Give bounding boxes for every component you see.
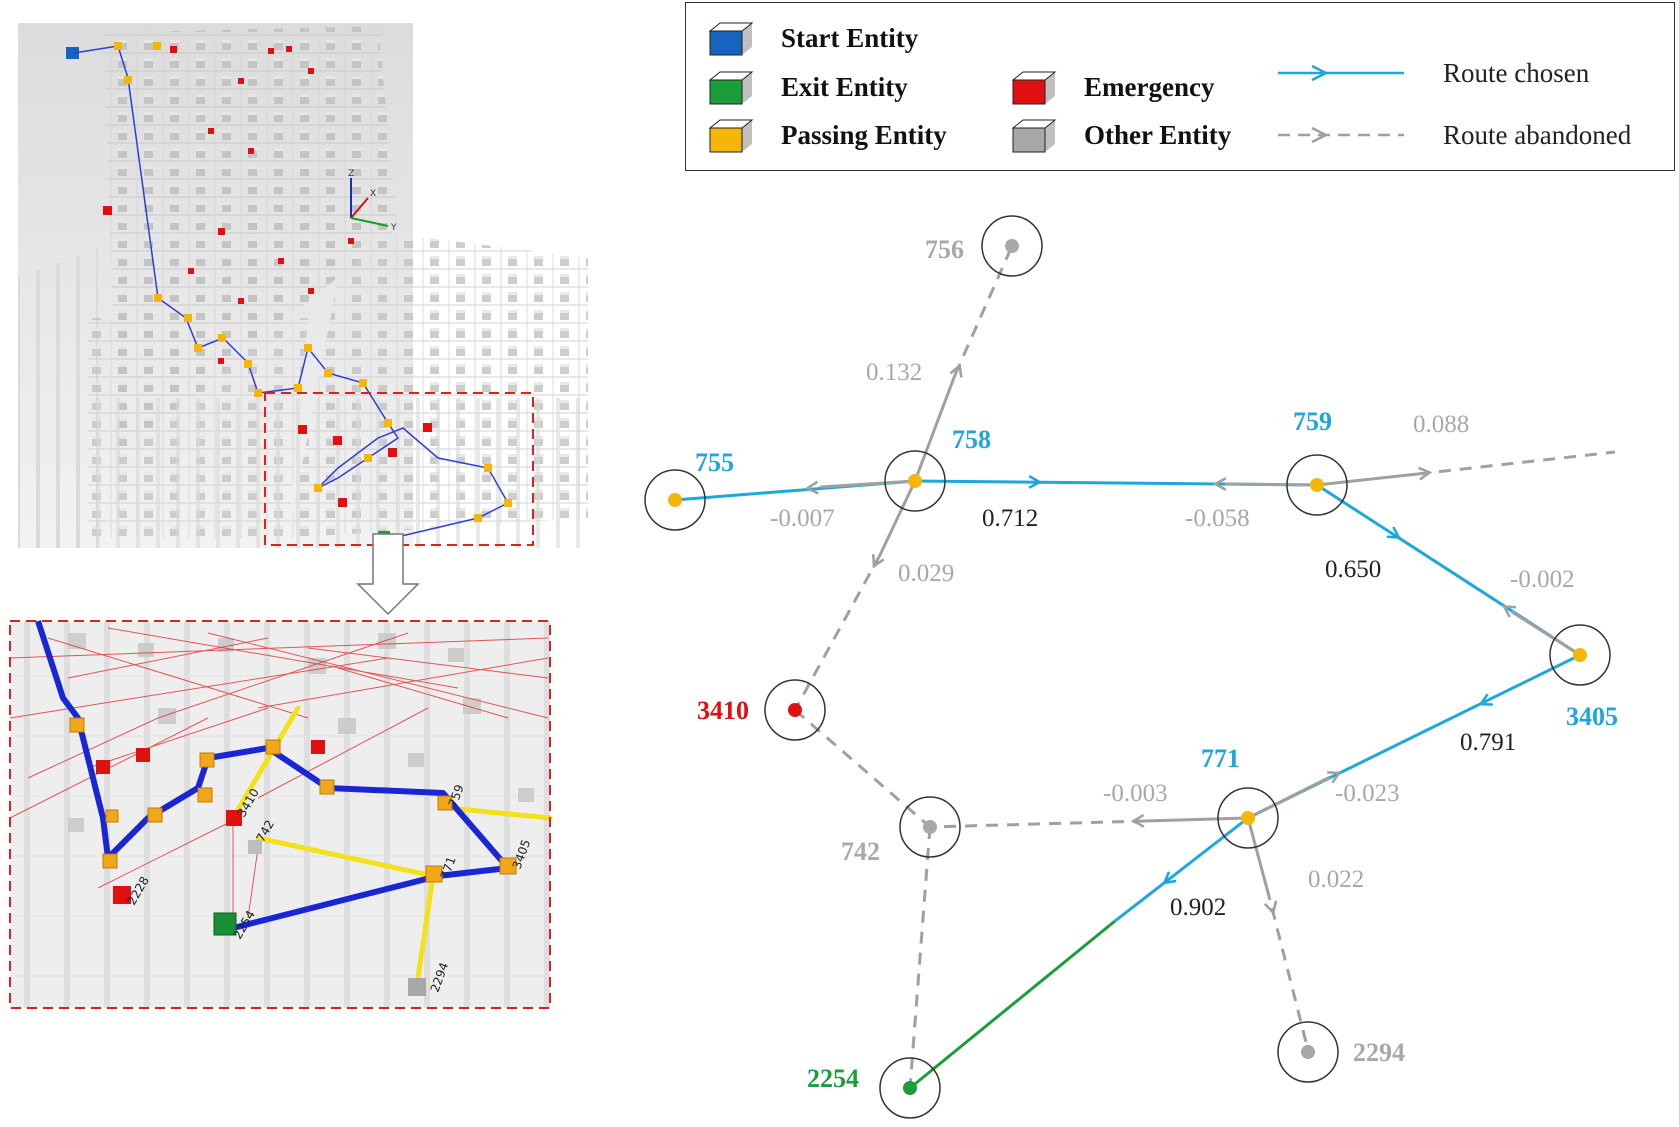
node-label-771: 771 [1201, 744, 1240, 773]
node-label-3405: 3405 [1566, 702, 1618, 731]
legend-route-abandoned-label: Route abandoned [1443, 120, 1632, 150]
node-771: 771 [1201, 744, 1279, 849]
route-nodes: 756 758 755 759 3410 3405 [644, 215, 1618, 1119]
node-756: 756 [925, 215, 1043, 277]
edge-759-outward [1417, 450, 1616, 476]
gray-cube-icon [1011, 119, 1057, 153]
legend-other-label: Other Entity [1084, 120, 1232, 150]
edge-758-756 [953, 245, 1014, 376]
legend-passing-label: Passing Entity [781, 120, 947, 150]
edge-weight-label: 0.088 [1413, 411, 1469, 438]
legend-emergency-label: Emergency [1084, 72, 1215, 102]
node-3410: 3410 [697, 679, 826, 741]
edge-771-2254-b [909, 919, 1116, 1090]
node-label-756: 756 [925, 235, 964, 264]
axis-gizmo-icon: Z X Y [348, 169, 397, 233]
edge-771-2294 [1270, 907, 1310, 1051]
edge-3410-742 [794, 708, 931, 829]
edge-weight-label: 0.029 [898, 560, 954, 587]
route-edges [674, 245, 1616, 1090]
node-758: 758 [884, 425, 991, 512]
blue-cube-icon [708, 22, 754, 56]
node-label-742: 742 [841, 837, 880, 866]
edge-weight-label: 0.902 [1170, 894, 1226, 921]
node-759: 759 [1286, 407, 1348, 516]
edge-weight-label: 0.132 [866, 359, 922, 386]
node-label-2254: 2254 [807, 1064, 859, 1093]
axis-z-label: Z [348, 169, 354, 179]
edge-771-742 [929, 819, 1146, 829]
building-3d-view: Z X Y [9, 23, 588, 1009]
edge-weight-label: -0.003 [1103, 780, 1168, 807]
edge-weight-label: 0.712 [982, 505, 1038, 532]
green-cube-icon [708, 71, 754, 105]
route-chosen-arrow-icon [1278, 64, 1404, 82]
edge-weight-label: -0.058 [1185, 505, 1250, 532]
start-cube-icon [66, 47, 79, 59]
edge-weight-label: 0.650 [1325, 556, 1381, 583]
legend-route-chosen-label: Route chosen [1443, 58, 1590, 88]
edge-weight-label: -0.023 [1335, 780, 1400, 807]
edge-weights: 0.132 -0.007 0.712 -0.058 0.088 0.029 0.… [770, 359, 1575, 921]
legend: Start Entity Exit Entity Passing Entity … [685, 2, 1675, 171]
down-arrow-icon [356, 533, 420, 616]
edge-weight-label: -0.007 [770, 505, 835, 532]
node-label-2294: 2294 [1353, 1038, 1405, 1067]
edge-742-2254 [908, 826, 932, 1089]
edge-weight-label: 0.791 [1460, 729, 1516, 756]
node-label-758: 758 [952, 425, 991, 454]
node-755: 755 [644, 448, 734, 531]
legend-start-label: Start Entity [781, 23, 919, 53]
edge-weight-label: -0.002 [1510, 566, 1575, 593]
node-742: 742 [841, 796, 961, 866]
node-label-755: 755 [695, 448, 734, 477]
node-2254: 2254 [807, 1057, 941, 1119]
edge-758-3410 [793, 554, 882, 711]
node-label-3410: 3410 [697, 696, 749, 725]
node-label-759: 759 [1293, 407, 1332, 436]
edge-771-2254-a [1114, 816, 1249, 923]
legend-exit-label: Exit Entity [781, 72, 908, 102]
building-detail: 2294 2254 742 3410 3405 771 759 2228 [9, 620, 553, 1009]
red-cube-icon [1011, 71, 1057, 105]
node-3405: 3405 [1549, 624, 1618, 731]
building-overview: Z X Y [18, 23, 588, 548]
node-2294: 2294 [1277, 1021, 1405, 1083]
axis-y-label: Y [390, 223, 397, 233]
axis-x-label: X [370, 189, 376, 199]
route-abandoned-arrow-icon [1278, 126, 1404, 144]
edge-weight-label: 0.022 [1308, 866, 1364, 893]
yellow-cube-icon [708, 119, 754, 153]
